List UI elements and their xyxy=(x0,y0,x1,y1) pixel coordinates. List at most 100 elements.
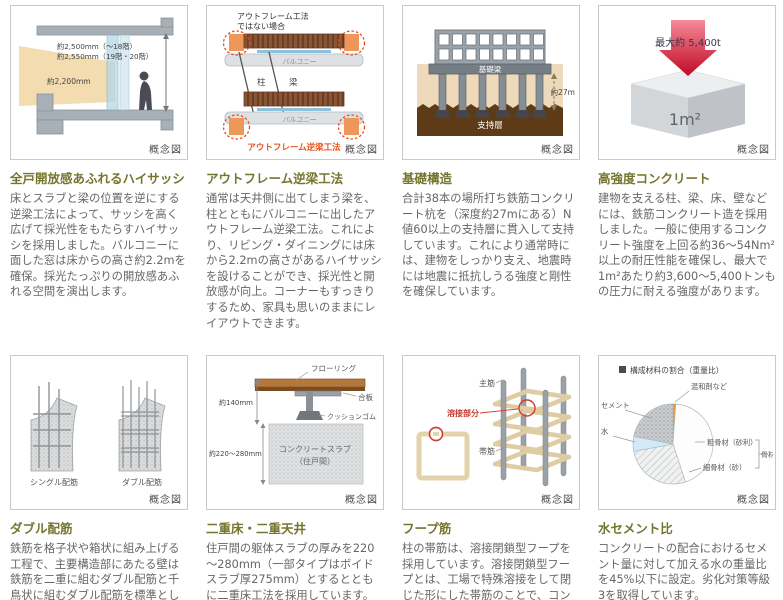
slab-label-line2: （住戸間） xyxy=(295,456,335,466)
rebar-cage-3d xyxy=(492,367,572,487)
cement-label: セメント xyxy=(601,401,630,410)
main-bar-leader xyxy=(495,379,503,384)
aggregate-bracket xyxy=(755,439,763,469)
dim-label-upper: 約2,500mm（～18階） xyxy=(57,42,137,51)
pie-slice-coarse-aggregate xyxy=(672,403,714,483)
main-bar-label: 主筋 xyxy=(479,378,495,388)
callout-lines xyxy=(294,371,357,417)
pie-leader-lines xyxy=(612,390,705,473)
concept-figure-label: 概念図 xyxy=(149,145,182,156)
dimension-line xyxy=(163,33,169,112)
fine-aggregate-label: 細骨材（砂） xyxy=(703,463,746,472)
card-body: 建物を支える柱、梁、床、壁などには、鉄筋コンクリート造を採用しました。一般に使用… xyxy=(598,192,776,299)
card-body: 通常は天井側に出てしまう梁を、柱とともにバルコニーに出したアウトフレーム逆梁工法… xyxy=(206,192,382,330)
single-rebar-wall xyxy=(30,382,78,472)
case-label-line1: アウトフレーム工法 xyxy=(237,11,309,21)
card-title: ダブル配筋 xyxy=(10,521,73,537)
card-water-cement-ratio: 構成材料の割合（重量比） 混和剤 xyxy=(598,355,776,600)
card-title: 高強度コンクリート xyxy=(598,171,711,186)
single-rebar-label: シングル配筋 xyxy=(30,477,78,487)
balcony-label-lower: バルコニー xyxy=(282,116,316,124)
dim-label-sash: 約2,200mm xyxy=(47,76,91,86)
card-double-rebar: シングル配筋 ダブル配筋 概念図 ダブル配筋 鉄筋を格子状や箱状に組み上げる工程… xyxy=(10,355,188,600)
daylight-beam-shape xyxy=(19,46,115,106)
concept-figure-label: 概念図 xyxy=(149,495,182,507)
dim-slab-label: 約220～280mm xyxy=(209,449,262,458)
card-body: 柱の帯筋は、溶接閉鎖型フープを採用しています。溶接閉鎖型フープとは、工場で特殊溶… xyxy=(402,542,572,600)
card-title: 基礎構造 xyxy=(402,171,453,186)
double-rebar-label: ダブル配筋 xyxy=(122,477,162,487)
weld-label: 溶接部分 xyxy=(447,408,479,418)
concept-figure-label: 概念図 xyxy=(345,145,378,156)
dim-floor-label: 約140mm xyxy=(219,398,253,407)
closed-hoop-2d xyxy=(416,427,470,481)
double-rebar-diagram: シングル配筋 ダブル配筋 xyxy=(30,380,166,487)
hoop-label: 帯筋 xyxy=(479,446,495,456)
material-ratio-pie-chart: 構成材料の割合（重量比） 混和剤 xyxy=(601,365,773,485)
foundation-beam-label: 基礎梁 xyxy=(479,64,502,74)
card-title: 全戸開放感あふれるハイサッシ xyxy=(10,171,185,186)
card-body: 合計38本の場所打ち鉄筋コンクリート杭を（深度約27mにある）N値60以上の支持… xyxy=(402,192,575,299)
legend-square-icon xyxy=(619,366,626,374)
weld-leader xyxy=(479,408,519,414)
card-body: 住戸間の躯体スラブの厚みを220～280mm（一部タイプはボイドスラブ厚275m… xyxy=(206,542,375,600)
figure-floor-section: フローリング 合板 クッションゴム コンクリートスラブ （住戸間） 約140mm xyxy=(206,355,384,511)
card-title: アウトフレーム逆梁工法 xyxy=(206,171,344,186)
area-label: 1m² xyxy=(669,110,701,129)
load-label: 最大約 5,400t xyxy=(655,36,721,49)
card-body: 床とスラブと梁の位置を逆にする逆梁工法によって、サッシを高く広げて採光性をもたら… xyxy=(10,192,186,299)
admixture-label: 混和剤など xyxy=(691,382,727,391)
legend-title: 構成材料の割合（重量比） xyxy=(630,365,724,375)
upper-floor-unit xyxy=(222,30,366,67)
pie-slices xyxy=(632,403,714,485)
depth-label: 約27m xyxy=(551,87,575,97)
slab-structures xyxy=(36,17,174,135)
person-silhouette xyxy=(139,71,152,110)
feature-grid: 約2,500mm（～18階） 約2,550mm（19階・20階） 約2,200m… xyxy=(10,5,777,600)
pie-slice-fine-aggregate xyxy=(633,443,686,485)
figure-concrete-cube: 最大約 5,400t 1m² 概念図 xyxy=(598,5,776,160)
dimension-lines xyxy=(254,378,266,486)
figure-outframe-section: アウトフレーム工法 ではない場合 バルコニー xyxy=(206,5,384,160)
concept-figure-label: 概念図 xyxy=(541,145,574,156)
load-arrow-icon xyxy=(659,20,717,76)
concrete-cube-diagram: 最大約 5,400t 1m² xyxy=(630,20,746,138)
card-double-floor: フローリング 合板 クッションゴム コンクリートスラブ （住戸間） 約140mm xyxy=(206,355,384,600)
flooring-label: フローリング xyxy=(311,363,356,373)
figure-high-sash-section: 約2,500mm（～18階） 約2,550mm（19階・20階） 約2,200m… xyxy=(10,5,188,160)
building-block xyxy=(428,29,552,75)
double-floor-diagram: フローリング 合板 クッションゴム コンクリートスラブ （住戸間） 約140mm xyxy=(209,363,376,486)
dim-label-upper2: 約2,550mm（19階・20階） xyxy=(57,52,153,61)
pie-slice-cement xyxy=(633,403,674,445)
concept-figure-label: 概念図 xyxy=(345,495,378,507)
concrete-slab xyxy=(268,423,364,485)
figure-material-pie: 構成材料の割合（重量比） 混和剤 xyxy=(598,355,776,511)
water-label: 水 xyxy=(601,427,608,436)
foundation-diagram: 基礎梁 支持層 約27m xyxy=(417,29,575,136)
lower-floor-unit xyxy=(222,91,366,140)
concrete-cube xyxy=(630,69,746,138)
outframe-diagram: アウトフレーム工法 ではない場合 バルコニー xyxy=(222,11,366,153)
figure-hoop-cage: 主筋 溶接部分 帯筋 概念図 xyxy=(402,355,580,511)
concept-figure-label: 概念図 xyxy=(737,495,770,507)
pillar-label: 柱 xyxy=(257,77,266,88)
figure-rebar-walls: シングル配筋 ダブル配筋 概念図 xyxy=(10,355,188,511)
double-rebar-wall xyxy=(118,380,166,472)
cushion-label: クッションゴム xyxy=(327,412,376,421)
aggregate-label: 骨材 xyxy=(761,450,773,459)
slab-label-line1: コンクリートスラブ xyxy=(279,444,351,454)
card-foundation: 基礎梁 支持層 約27m 概念図 基礎構造 合計38本の場所打ち鉄筋コンクリート… xyxy=(402,5,580,331)
plywood-label: 合板 xyxy=(358,392,373,402)
case-label-line2: ではない場合 xyxy=(237,21,285,31)
method-label: アウトフレーム逆梁工法 xyxy=(247,142,341,153)
card-high-strength-concrete: 最大約 5,400t 1m² 概念図 高強度コンクリート 建物を支える柱、梁、床… xyxy=(598,5,776,331)
balcony-label-upper: バルコニー xyxy=(282,58,316,66)
card-hoop-rebar: 主筋 溶接部分 帯筋 概念図 フープ筋 柱の帯筋は、溶接閉鎖型フープを採用してい… xyxy=(402,355,580,600)
high-sash-diagram: 約2,500mm（～18階） 約2,550mm（19階・20階） 約2,200m… xyxy=(19,17,174,135)
beam-label: 梁 xyxy=(289,78,298,88)
glass-sash xyxy=(106,34,130,111)
card-body: コンクリートの配合におけるセメント量に対して加える水の重量比を45%以下に設定。… xyxy=(598,542,770,600)
support-layer-label: 支持層 xyxy=(477,120,503,131)
concept-figure-label: 概念図 xyxy=(541,495,574,507)
